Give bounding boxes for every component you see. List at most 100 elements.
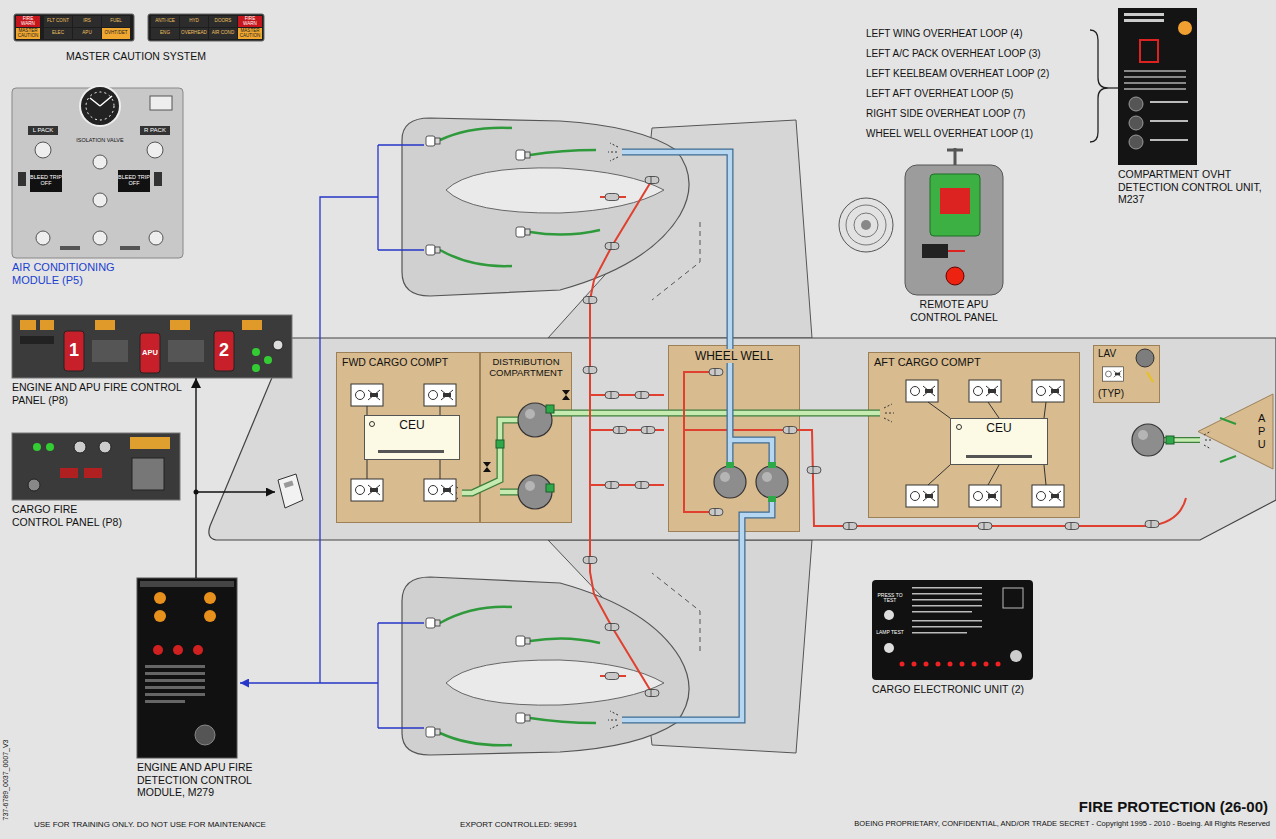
smoke-detector [969, 485, 1001, 507]
air-conditioning-panel [28, 126, 58, 135]
button-label: PRESS TO TEST [874, 593, 906, 604]
extinguisher-bottle [525, 409, 535, 419]
node-label: CARGO ELECTRONIC UNIT (2) [872, 683, 1072, 696]
annunciator-text: AIR COND [209, 31, 237, 36]
annunciator-text: MASTER CAUTION [238, 29, 262, 39]
extinguisher-bottle [546, 484, 554, 492]
annunciator-panel [73, 16, 101, 27]
overheat-control-unit [1118, 8, 1197, 165]
extinguisher-bottle [496, 440, 504, 448]
annunciator-text-box: OVERHEAD [180, 28, 208, 39]
handle-label-box: APU [140, 333, 160, 373]
cargo-electronic-unit [984, 662, 989, 667]
annunciator-panel [151, 28, 179, 39]
overheat-control-unit [1178, 21, 1192, 35]
detection-module [145, 672, 205, 675]
loop-list-item: LEFT AFT OVERHEAT LOOP (5) [866, 88, 1081, 100]
air-conditioning-panel [147, 142, 163, 158]
drawing-number-box: 737-6789_0037_0007_V3 [1, 725, 11, 835]
loop-connector [843, 523, 857, 530]
fire-control-panel [12, 315, 292, 378]
extinguisher-bottle [714, 466, 746, 498]
panel-caption: MASTER CAUTION SYSTEM [36, 50, 236, 63]
cargo-electronic-unit [912, 605, 982, 607]
annunciator-text-box: APU [73, 28, 101, 39]
detection-module [145, 700, 185, 703]
annunciator-text: OVHT/DET [102, 31, 130, 36]
loop-connector [641, 427, 655, 434]
loop-connector [1065, 523, 1079, 530]
air-conditioning-panel [60, 246, 80, 250]
annunciator-panel [151, 16, 179, 27]
cargo-electronic-unit [912, 611, 972, 613]
annunciator-text-box: FIRE WARN [238, 16, 262, 27]
cargo-electronic-unit [972, 662, 977, 667]
annunciator-text: OVERHEAD [180, 31, 208, 36]
apu-bottle [1204, 431, 1213, 449]
fire-control-panel [40, 320, 54, 330]
annunciator-text: FIRE WARN [16, 17, 40, 27]
engine-nacelle [402, 118, 689, 296]
annunciator-panel [102, 28, 130, 39]
annunciator-text-box: DOORS [209, 16, 237, 27]
apu-bottle [1220, 418, 1236, 462]
air-conditioning-panel [80, 86, 120, 126]
panel-node: COMPARTMENT OVHT DETECTION CONTROL UNIT,… [1118, 8, 1197, 165]
fire-control-panel [12, 315, 292, 378]
cargo-electronic-unit [912, 593, 982, 595]
cargo-fire-panel [74, 441, 86, 453]
extinguisher-pipe [622, 152, 772, 720]
extinguisher-bottle [762, 472, 772, 482]
fire-control-panel [92, 340, 128, 362]
fire-control-panel [20, 320, 36, 330]
switch-label-box: L PACK [28, 126, 58, 135]
switch-label-box: R PACK [140, 126, 170, 135]
loop-connector [783, 427, 797, 434]
annunciator-panel [44, 16, 72, 27]
detection-module [145, 686, 205, 689]
node-label: CARGO FIRE CONTROL PANEL (P8) [12, 503, 124, 528]
detection-module [154, 610, 166, 622]
air-conditioning-panel [18, 172, 26, 186]
smoke-detector [906, 380, 938, 402]
detection-module [145, 665, 205, 668]
extinguisher-pipe [622, 152, 772, 720]
loop-connector [583, 557, 597, 564]
overheat-control-unit [1124, 19, 1164, 22]
handle-number: 1 [64, 340, 84, 362]
detection-module [140, 581, 234, 587]
overheat-loop [590, 395, 664, 485]
handle-number: 2 [214, 340, 234, 362]
handle-label: APU [140, 349, 160, 357]
detection-module [204, 592, 216, 604]
annunciator-panel [209, 28, 237, 39]
smoke-detector [351, 367, 1123, 507]
air-conditioning-panel [90, 96, 112, 106]
air-conditioning-panel [30, 170, 62, 192]
switch-label: R PACK [140, 127, 170, 133]
cargo-fire-panel [84, 468, 102, 478]
footer-note: BOEING PROPRIETARY, CONFIDENTIAL, AND/OR… [700, 820, 1270, 828]
annunciator-text-box: MASTER CAUTION [238, 28, 262, 39]
loop-connector [709, 509, 723, 516]
button-label-box: PRESS TO TEST [874, 590, 906, 606]
fire-control-panel [264, 356, 272, 364]
extinguisher-bottle [525, 481, 535, 491]
cargo-pipe [450, 404, 894, 502]
panel-node: CARGO FIRE CONTROL PANEL (P8) [12, 433, 180, 500]
cargo-electronic-unit [912, 632, 967, 634]
remote-apu-panel [854, 213, 878, 237]
annunciator-panel [148, 14, 264, 41]
annunciator-text: BLEED TRIP OFF [30, 175, 62, 187]
connector-outline [196, 378, 197, 578]
fire-control-panel [242, 320, 262, 330]
apu-bottle [1166, 436, 1174, 444]
annunciator-text-box: IRS [73, 16, 101, 27]
cargo-fire-panel [28, 479, 40, 491]
signal-wire [196, 491, 275, 492]
annunciator-text-box: ENG [151, 28, 179, 39]
air-conditioning-panel [93, 231, 107, 245]
